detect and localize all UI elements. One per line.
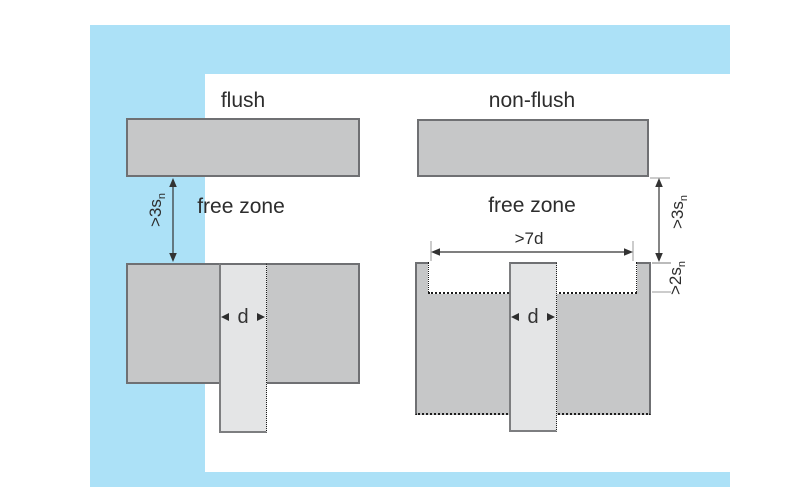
flush-target-plate xyxy=(126,118,360,177)
nonflush-diameter-dimension: d xyxy=(509,305,557,328)
nonflush-recess-depth-label: >2sn xyxy=(665,260,689,296)
nonflush-diameter-label: d xyxy=(527,305,539,328)
nonflush-target-plate xyxy=(417,119,649,177)
left-arrowhead-icon xyxy=(221,313,229,321)
flush-diameter-label: d xyxy=(237,305,249,328)
right-arrowhead-icon xyxy=(547,313,555,321)
left-arrowhead-icon xyxy=(511,313,519,321)
flush-diameter-dimension: d xyxy=(219,305,267,328)
nonflush-sensor-body xyxy=(509,262,557,432)
nonflush-title: non-flush xyxy=(488,89,576,112)
nonflush-clearance-label: >3sn xyxy=(667,194,691,230)
nonflush-free-zone-label: free zone xyxy=(488,194,576,217)
flush-clearance-label: >3sn xyxy=(145,192,169,228)
flush-free-zone-label: free zone xyxy=(197,195,285,218)
flush-sensor-body xyxy=(219,263,267,433)
flush-title: flush xyxy=(220,89,266,112)
nonflush-recess-width-label: >7d xyxy=(514,229,544,248)
right-arrowhead-icon xyxy=(257,313,265,321)
figure-frame xyxy=(90,25,790,487)
